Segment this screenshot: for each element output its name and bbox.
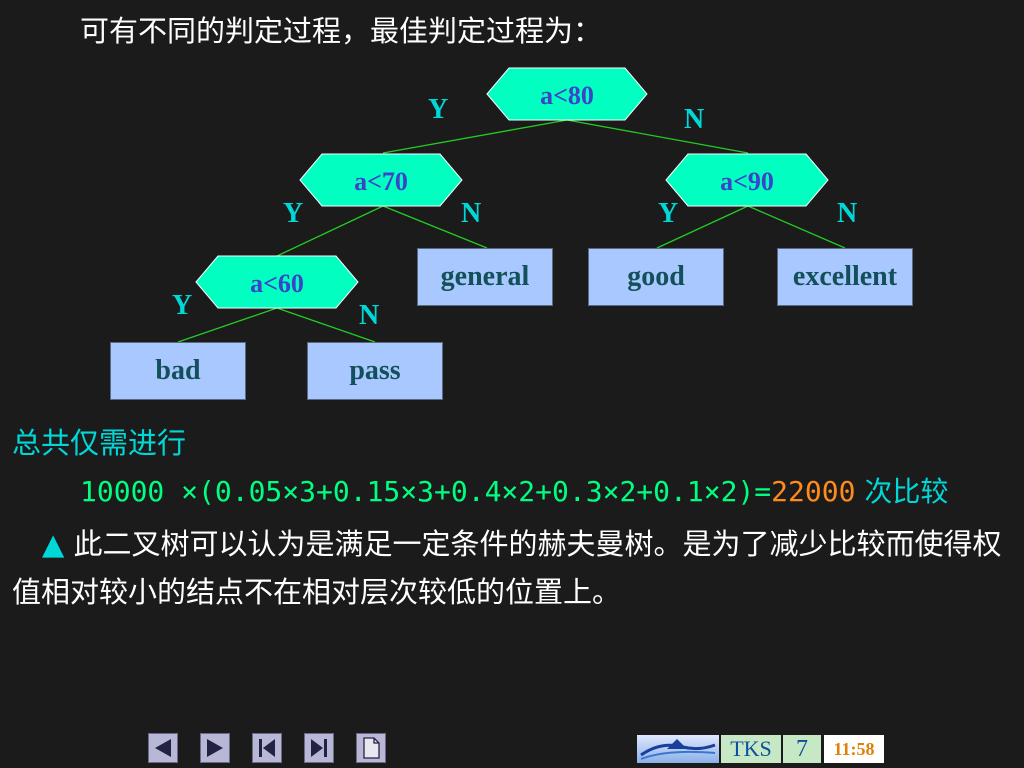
brand-label: TKS	[721, 735, 781, 763]
skip-first-icon	[259, 739, 275, 757]
branch-label-yes-root: Y	[428, 94, 449, 125]
node-left: a<70	[299, 153, 463, 207]
decision-tree: a<80 a<70 a<90 a<60	[177, 67, 846, 343]
logo-icon	[640, 739, 716, 760]
logo	[637, 735, 719, 763]
footer-brand: TKS 7 11:58	[637, 735, 884, 763]
page-number: 7	[783, 735, 821, 763]
edge-leftleft-pass	[276, 307, 376, 343]
next-button[interactable]	[200, 733, 230, 763]
triangle-right-icon	[207, 739, 223, 757]
leaf-good: good	[588, 248, 724, 306]
node-leftleft: a<60	[195, 255, 359, 309]
node-right-label: a<90	[720, 167, 774, 196]
leaf-general: general	[417, 248, 553, 306]
total-label: 总共仅需进行	[12, 426, 187, 460]
leaf-excellent: excellent	[777, 248, 913, 306]
node-root-label: a<80	[540, 81, 594, 110]
edge-root-right	[566, 119, 749, 154]
note-text: 此二叉树可以认为是满足一定条件的赫夫曼树。是为了减少比较而使得权值相对较小的结点…	[12, 527, 1002, 609]
intro-text: 可有不同的判定过程，最佳判定过程为：	[80, 14, 603, 48]
edge-left-general	[382, 205, 488, 249]
formula-result: 22000	[771, 475, 856, 508]
edge-right-good	[656, 205, 749, 249]
first-slide-button[interactable]	[252, 733, 282, 763]
triangle-left-icon	[155, 739, 171, 757]
edge-root-left	[382, 119, 568, 154]
page-button[interactable]	[356, 733, 386, 763]
leaf-pass: pass	[307, 342, 443, 400]
branch-label-yes-right: Y	[658, 198, 679, 229]
formula-suffix: 次比较	[855, 475, 949, 508]
leaf-bad: bad	[110, 342, 246, 400]
node-right: a<90	[665, 153, 829, 207]
edge-left-leftleft	[276, 205, 384, 257]
branch-label-yes-left: Y	[283, 198, 304, 229]
edge-right-excellent	[747, 205, 846, 249]
edge-leftleft-bad	[177, 307, 278, 343]
tree-edges	[177, 119, 846, 343]
document-icon	[363, 737, 380, 759]
node-left-label: a<70	[354, 167, 408, 196]
formula-line: 10000 ×(0.05×3+0.15×3+0.4×2+0.3×2+0.1×2)…	[80, 470, 948, 510]
clock: 11:58	[824, 735, 884, 763]
note-paragraph: ▲ 此二叉树可以认为是满足一定条件的赫夫曼树。是为了减少比较而使得权值相对较小的…	[12, 520, 1017, 616]
skip-last-icon	[311, 739, 327, 757]
branch-label-no-right: N	[837, 198, 858, 229]
branch-label-no-left: N	[461, 198, 482, 229]
node-leftleft-label: a<60	[250, 269, 304, 298]
branch-label-no-root: N	[684, 104, 705, 135]
triangle-bullet-icon: ▲	[42, 527, 65, 561]
branch-label-yes-leftleft: Y	[172, 290, 193, 321]
branch-label-no-leftleft: N	[359, 300, 380, 331]
previous-button[interactable]	[148, 733, 178, 763]
last-slide-button[interactable]	[304, 733, 334, 763]
node-root: a<80	[486, 67, 648, 121]
formula-expression: 10000 ×(0.05×3+0.15×3+0.4×2+0.3×2+0.1×2)…	[80, 475, 772, 508]
